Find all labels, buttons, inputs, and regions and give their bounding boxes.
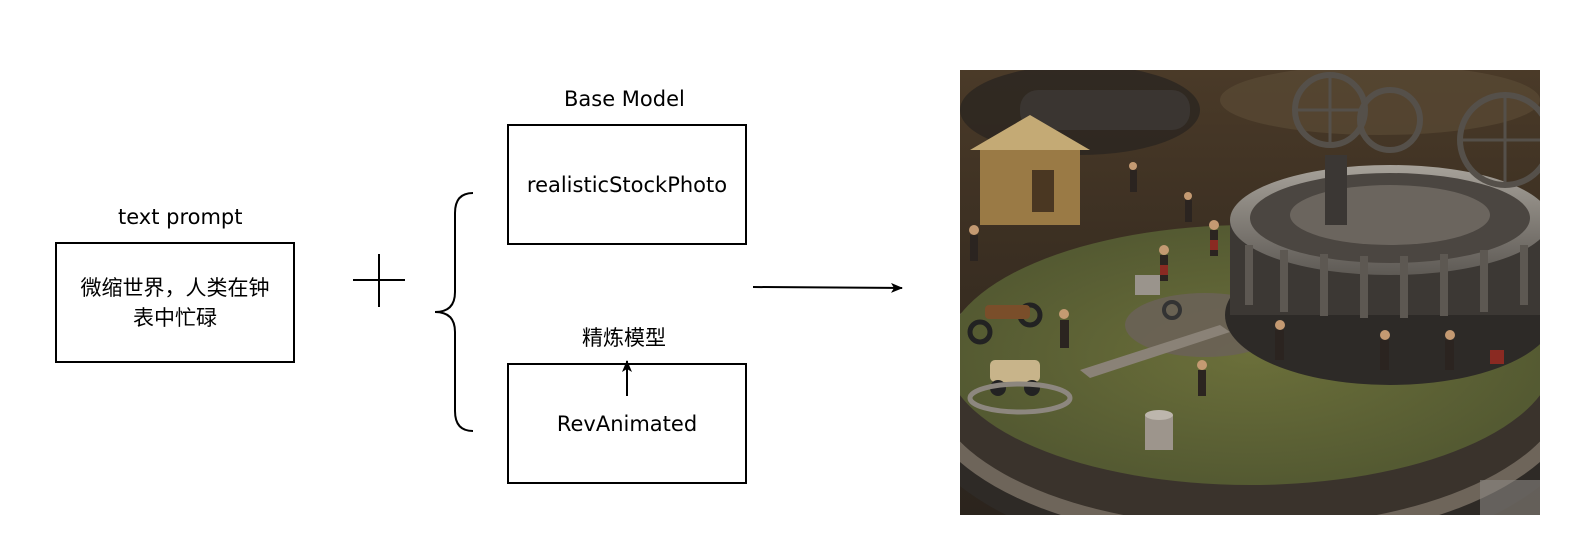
clockwork-miniature-illustration: [960, 70, 1540, 515]
text-prompt-line-1: 微缩世界，人类在钟: [80, 275, 270, 300]
text-prompt-box: 微缩世界，人类在钟 表中忙碌: [55, 242, 295, 363]
output-image: [960, 70, 1540, 515]
refiner-model-box: RevAnimated: [507, 363, 747, 484]
text-prompt-title: text prompt: [118, 205, 243, 229]
refiner-model-name: RevAnimated: [556, 411, 698, 436]
refiner-model-title: 精炼模型: [582, 326, 666, 350]
curly-brace: [434, 192, 474, 432]
base-model-name: realisticStockPhoto: [526, 172, 728, 197]
output-arrow: [752, 282, 903, 293]
text-prompt-line-2: 表中忙碌: [133, 305, 217, 330]
plus-icon: [353, 254, 405, 307]
base-model-box: realisticStockPhoto: [507, 124, 747, 245]
base-model-title: Base Model: [564, 87, 685, 111]
text-prompt-content: 微缩世界，人类在钟 表中忙碌: [81, 273, 270, 333]
